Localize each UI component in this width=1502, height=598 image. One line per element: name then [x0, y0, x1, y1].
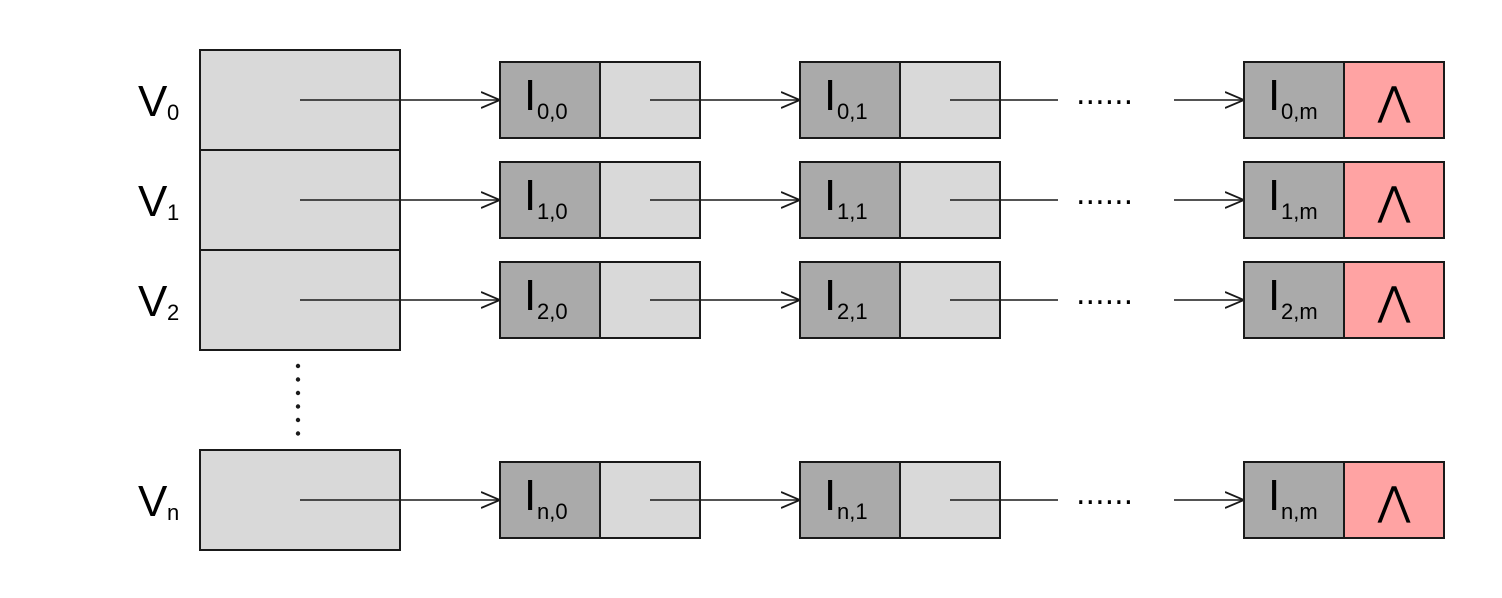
node-subscript: 2,m [1281, 299, 1318, 324]
node-subscript: 0,m [1281, 99, 1318, 124]
node-label: I [824, 71, 836, 120]
node-subscript: 1,1 [837, 199, 868, 224]
node-data-cell [499, 61, 601, 139]
null-pointer-cell [1343, 261, 1445, 339]
node-subscript: 2,1 [837, 299, 868, 324]
node-data-cell [499, 261, 601, 339]
node-subscript: 0,1 [837, 99, 868, 124]
node-subscript: 1,m [1281, 199, 1318, 224]
node-label: I [524, 271, 536, 320]
null-symbol: ⋀ [1377, 479, 1411, 525]
ellipsis-horizontal: ...... [1076, 277, 1133, 312]
vertex-label: V [138, 177, 168, 226]
node-label: I [1268, 71, 1280, 120]
null-symbol: ⋀ [1377, 79, 1411, 125]
vertex-subscript: 0 [167, 100, 179, 125]
node-label: I [824, 271, 836, 320]
vertex-label: V [138, 477, 168, 526]
vertical-ellipsis-dot [295, 377, 301, 382]
node-subscript: n,m [1281, 499, 1318, 524]
vertex-subscript: 1 [167, 200, 179, 225]
node-subscript: n,0 [537, 499, 568, 524]
node-data-cell [499, 161, 601, 239]
node-label: I [824, 171, 836, 220]
node-subscript: 1,0 [537, 199, 568, 224]
node-data-cell [799, 461, 901, 539]
node-label: I [524, 471, 536, 520]
vertical-ellipsis-dot [295, 363, 301, 369]
ellipsis-horizontal: ...... [1076, 177, 1133, 212]
vertical-ellipsis-dot [295, 431, 301, 436]
vertex-label: V [138, 77, 168, 126]
null-pointer-cell [1343, 61, 1445, 139]
null-symbol: ⋀ [1377, 279, 1411, 325]
vertex-label: V [138, 277, 168, 326]
null-symbol: ⋀ [1377, 179, 1411, 225]
vertex-subscript: 2 [167, 300, 179, 325]
node-data-cell [799, 261, 901, 339]
vertex-subscript: n [167, 500, 179, 525]
node-label: I [1268, 171, 1280, 220]
vertical-ellipsis-dot [295, 390, 301, 396]
ellipsis-horizontal: ...... [1076, 77, 1133, 112]
node-label: I [1268, 271, 1280, 320]
node-label: I [1268, 471, 1280, 520]
node-label: I [524, 171, 536, 220]
vertical-ellipsis-dot [295, 404, 301, 409]
node-subscript: n,1 [837, 499, 868, 524]
node-label: I [824, 471, 836, 520]
node-data-cell [1243, 61, 1345, 139]
ellipsis-horizontal: ...... [1076, 477, 1133, 512]
node-subscript: 0,0 [537, 99, 568, 124]
vertical-ellipsis-dot [295, 417, 301, 423]
node-label: I [524, 71, 536, 120]
node-data-cell [799, 161, 901, 239]
node-subscript: 2,0 [537, 299, 568, 324]
null-pointer-cell [1343, 461, 1445, 539]
null-pointer-cell [1343, 161, 1445, 239]
